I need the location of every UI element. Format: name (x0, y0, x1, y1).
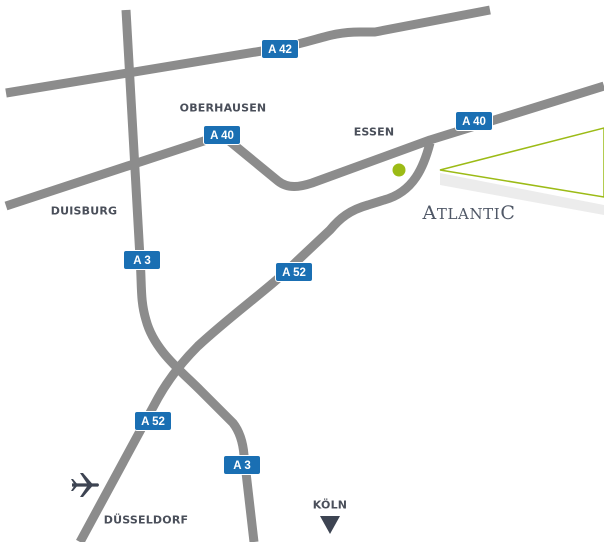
city-label-duesseldorf: DÜSSELDORF (103, 513, 189, 527)
shield-a40-west: A 40 (203, 125, 241, 145)
shield-a3-south: A 3 (223, 455, 261, 475)
shield-a52-south: A 52 (134, 411, 172, 431)
road-a3 (121, 9, 259, 542)
city-label-duisburg: DUISBURG (50, 204, 118, 218)
brand-final: C (500, 202, 516, 224)
hotel-brand-label: ATLANTIC (423, 202, 516, 224)
shield-a52-north: A 52 (275, 262, 313, 282)
city-label-koeln: KÖLN (312, 498, 348, 512)
city-label-oberhausen: OBERHAUSEN (179, 101, 267, 115)
shield-a42: A 42 (261, 39, 299, 59)
location-dot-icon (392, 163, 406, 177)
road-a40 (4, 81, 604, 211)
shield-a40-east: A 40 (455, 111, 493, 131)
airplane-icon (71, 473, 99, 497)
road-a42 (5, 5, 491, 98)
brand-rest: TLANTI (436, 205, 501, 223)
callout-shadow (440, 173, 604, 215)
city-label-essen: ESSEN (353, 125, 395, 139)
shield-a3-north: A 3 (123, 250, 161, 270)
triangle-down-icon (320, 516, 340, 534)
callout (439, 127, 604, 198)
brand-initial: A (422, 202, 437, 224)
